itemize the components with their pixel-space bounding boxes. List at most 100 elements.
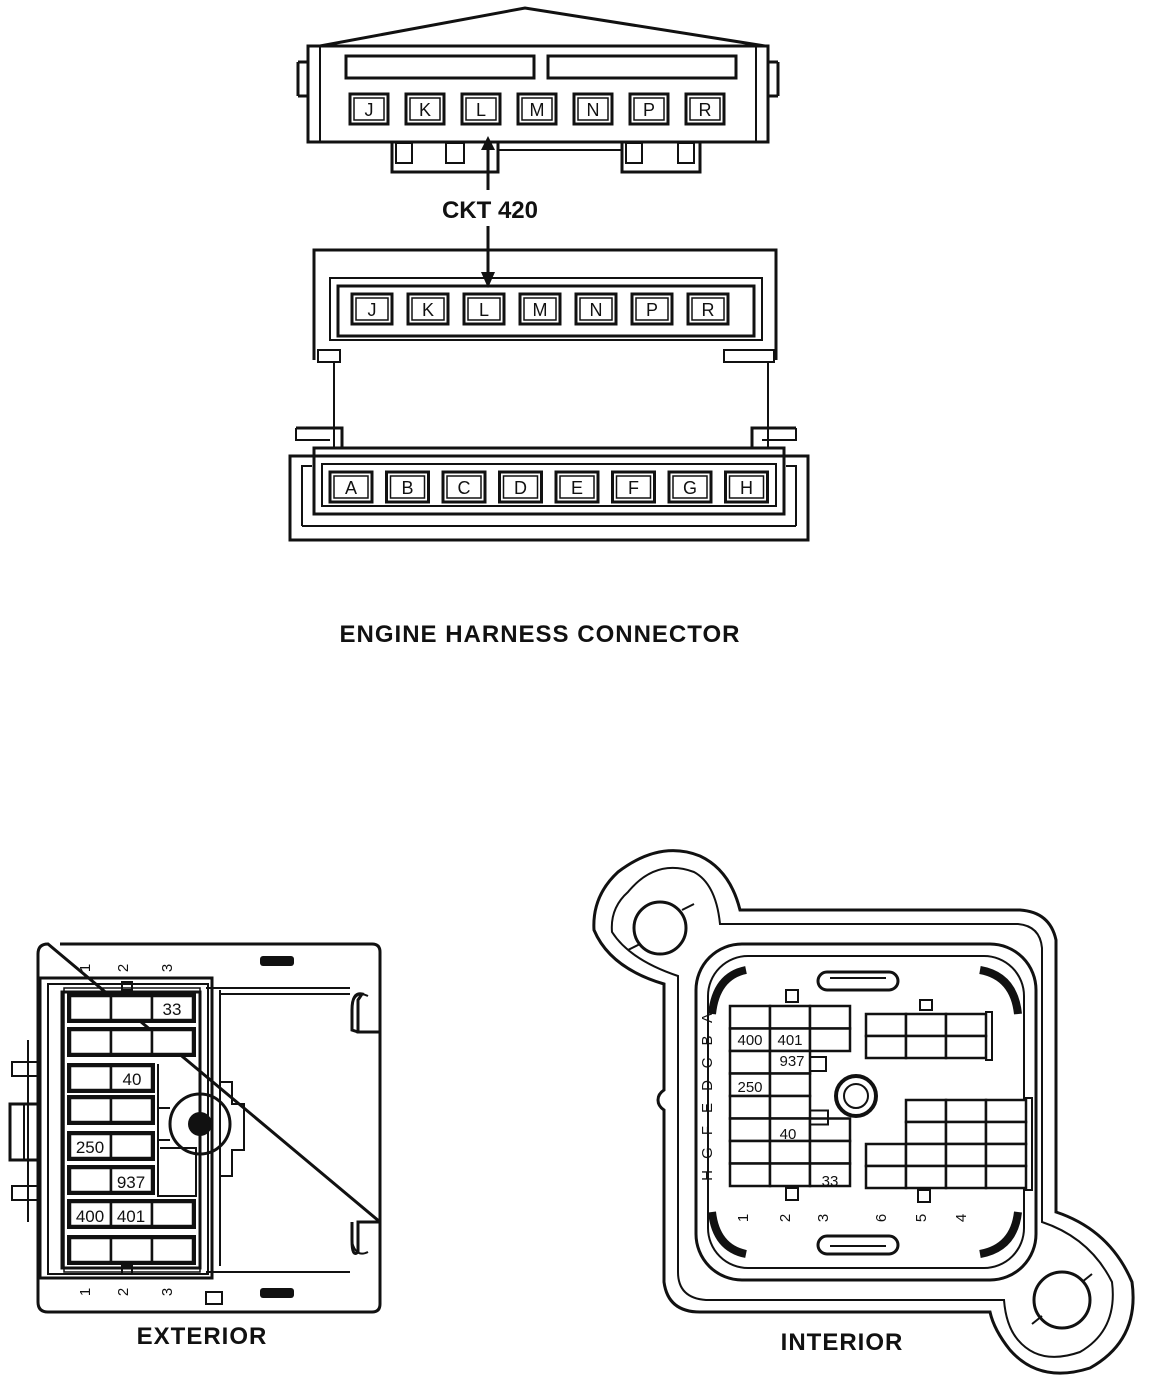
exterior-cavity xyxy=(68,1200,113,1228)
lower-bottom-pin-label: G xyxy=(683,478,697,498)
interior-row-letter: D xyxy=(699,1080,716,1091)
lower-top-pin-j: J xyxy=(350,292,394,326)
lower-top-pin-m: M xyxy=(518,292,562,326)
exterior-cavity xyxy=(68,1236,113,1264)
upper-pin-label: J xyxy=(365,100,374,120)
lower-bottom-pin-c: C xyxy=(441,470,487,504)
lower-top-pin-label: N xyxy=(590,300,603,320)
lower-bottom-pin-e: E xyxy=(554,470,600,504)
exterior-cavity xyxy=(109,1132,154,1160)
interior-cavity xyxy=(944,1098,988,1124)
upper-pin-label: M xyxy=(530,100,545,120)
lower-bottom-pin-a: A xyxy=(328,470,374,504)
upper-connector-housing xyxy=(296,6,780,174)
exterior-cavity-row xyxy=(67,1199,196,1229)
exterior-top-number: 2 xyxy=(115,964,132,972)
upper-pin-label: N xyxy=(587,100,600,120)
interior-cavity xyxy=(944,1164,988,1190)
interior-cavity xyxy=(864,1142,908,1168)
interior-cavity xyxy=(808,1004,852,1030)
upper-pin-label: P xyxy=(643,100,655,120)
upper-pin-m: M xyxy=(516,92,558,126)
interior-cavity xyxy=(728,1004,772,1030)
interior-cavity xyxy=(904,1098,948,1124)
interior-row-letter: G xyxy=(699,1147,716,1159)
circuit-label: CKT 420 xyxy=(442,197,538,224)
int-circuit-937: 937 xyxy=(779,1053,804,1070)
interior-cavity-key xyxy=(809,1109,829,1126)
ext-circuit-401: 401 xyxy=(117,1207,145,1226)
interior-row-letter: C xyxy=(699,1057,716,1068)
exterior-cavity xyxy=(109,1166,154,1194)
exterior-cavity xyxy=(109,994,154,1022)
lower-top-pin-label: M xyxy=(533,300,548,320)
interior-cavity xyxy=(984,1098,1028,1124)
interior-cavity xyxy=(904,1120,948,1146)
ext-circuit-250: 250 xyxy=(76,1138,104,1157)
interior-cavity xyxy=(944,1120,988,1146)
exterior-caption: EXTERIOR xyxy=(137,1323,268,1350)
upper-pin-label: L xyxy=(476,100,486,120)
interior-cavity xyxy=(808,1139,852,1165)
exterior-cavity xyxy=(109,1028,154,1056)
lower-connector-housing xyxy=(288,248,810,542)
exterior-cavity-row xyxy=(67,1165,155,1195)
interior-cavity xyxy=(984,1142,1028,1168)
lower-bottom-pin-label: H xyxy=(740,478,753,498)
exterior-cavity-row xyxy=(67,1063,155,1093)
interior-cavity xyxy=(864,1164,908,1190)
exterior-cavity xyxy=(109,1236,154,1264)
lower-top-pin-n: N xyxy=(574,292,618,326)
exterior-bottom-number: 2 xyxy=(115,1288,132,1296)
int-circuit-33: 33 xyxy=(822,1173,839,1190)
ext-circuit-937: 937 xyxy=(117,1173,145,1192)
engine-connector-caption: ENGINE HARNESS CONNECTOR xyxy=(340,621,741,648)
upper-pin-label: K xyxy=(419,100,431,120)
interior-cavity xyxy=(768,1072,812,1098)
int-circuit-400: 400 xyxy=(737,1032,762,1049)
exterior-cavity-row xyxy=(67,1131,155,1161)
exterior-cavity-row xyxy=(67,1095,155,1125)
lower-bottom-pin-f: F xyxy=(611,470,656,504)
interior-cavity xyxy=(768,1004,812,1030)
exterior-cavity xyxy=(68,1166,113,1194)
lower-top-pin-label: L xyxy=(479,300,489,320)
engine-harness-connector: J K L M N P R CKT 420 xyxy=(288,6,810,648)
interior-bottom-number: 4 xyxy=(953,1214,970,1222)
interior-cavity xyxy=(864,1012,908,1038)
exterior-cavity xyxy=(109,1064,154,1092)
interior-cavity xyxy=(904,1142,948,1168)
lower-bottom-pin-h: H xyxy=(724,470,769,504)
int-circuit-40: 40 xyxy=(780,1126,797,1143)
interior-cavity-key xyxy=(809,1056,827,1072)
interior-cavity xyxy=(728,1094,772,1120)
lower-bottom-pin-label: A xyxy=(345,478,357,498)
interior-cavity xyxy=(984,1120,1028,1146)
exterior-top-number: 1 xyxy=(77,964,94,972)
lower-top-pin-r: R xyxy=(686,292,730,326)
exterior-cavity xyxy=(150,1236,195,1264)
upper-pin-p: P xyxy=(628,92,670,126)
upper-pin-n: N xyxy=(572,92,614,126)
interior-cavity xyxy=(904,1012,948,1038)
interior-cavity xyxy=(728,1162,772,1188)
exterior-cavity xyxy=(68,994,113,1022)
lower-top-pin-label: P xyxy=(646,300,658,320)
interior-cavity xyxy=(904,1164,948,1190)
lower-bottom-pin-g: G xyxy=(667,470,713,504)
interior-cavity xyxy=(864,1034,908,1060)
interior-cavity xyxy=(808,1162,852,1188)
interior-cavity xyxy=(768,1162,812,1188)
ckt-420-pointer: CKT 420 xyxy=(442,136,538,288)
lower-bottom-pin-d: D xyxy=(498,470,543,504)
interior-row-letter: H xyxy=(699,1170,716,1181)
lower-bottom-pin-label: B xyxy=(401,478,413,498)
upper-pin-l: L xyxy=(460,92,502,126)
int-circuit-401: 401 xyxy=(777,1032,802,1049)
lower-top-pin-label: K xyxy=(422,300,434,320)
